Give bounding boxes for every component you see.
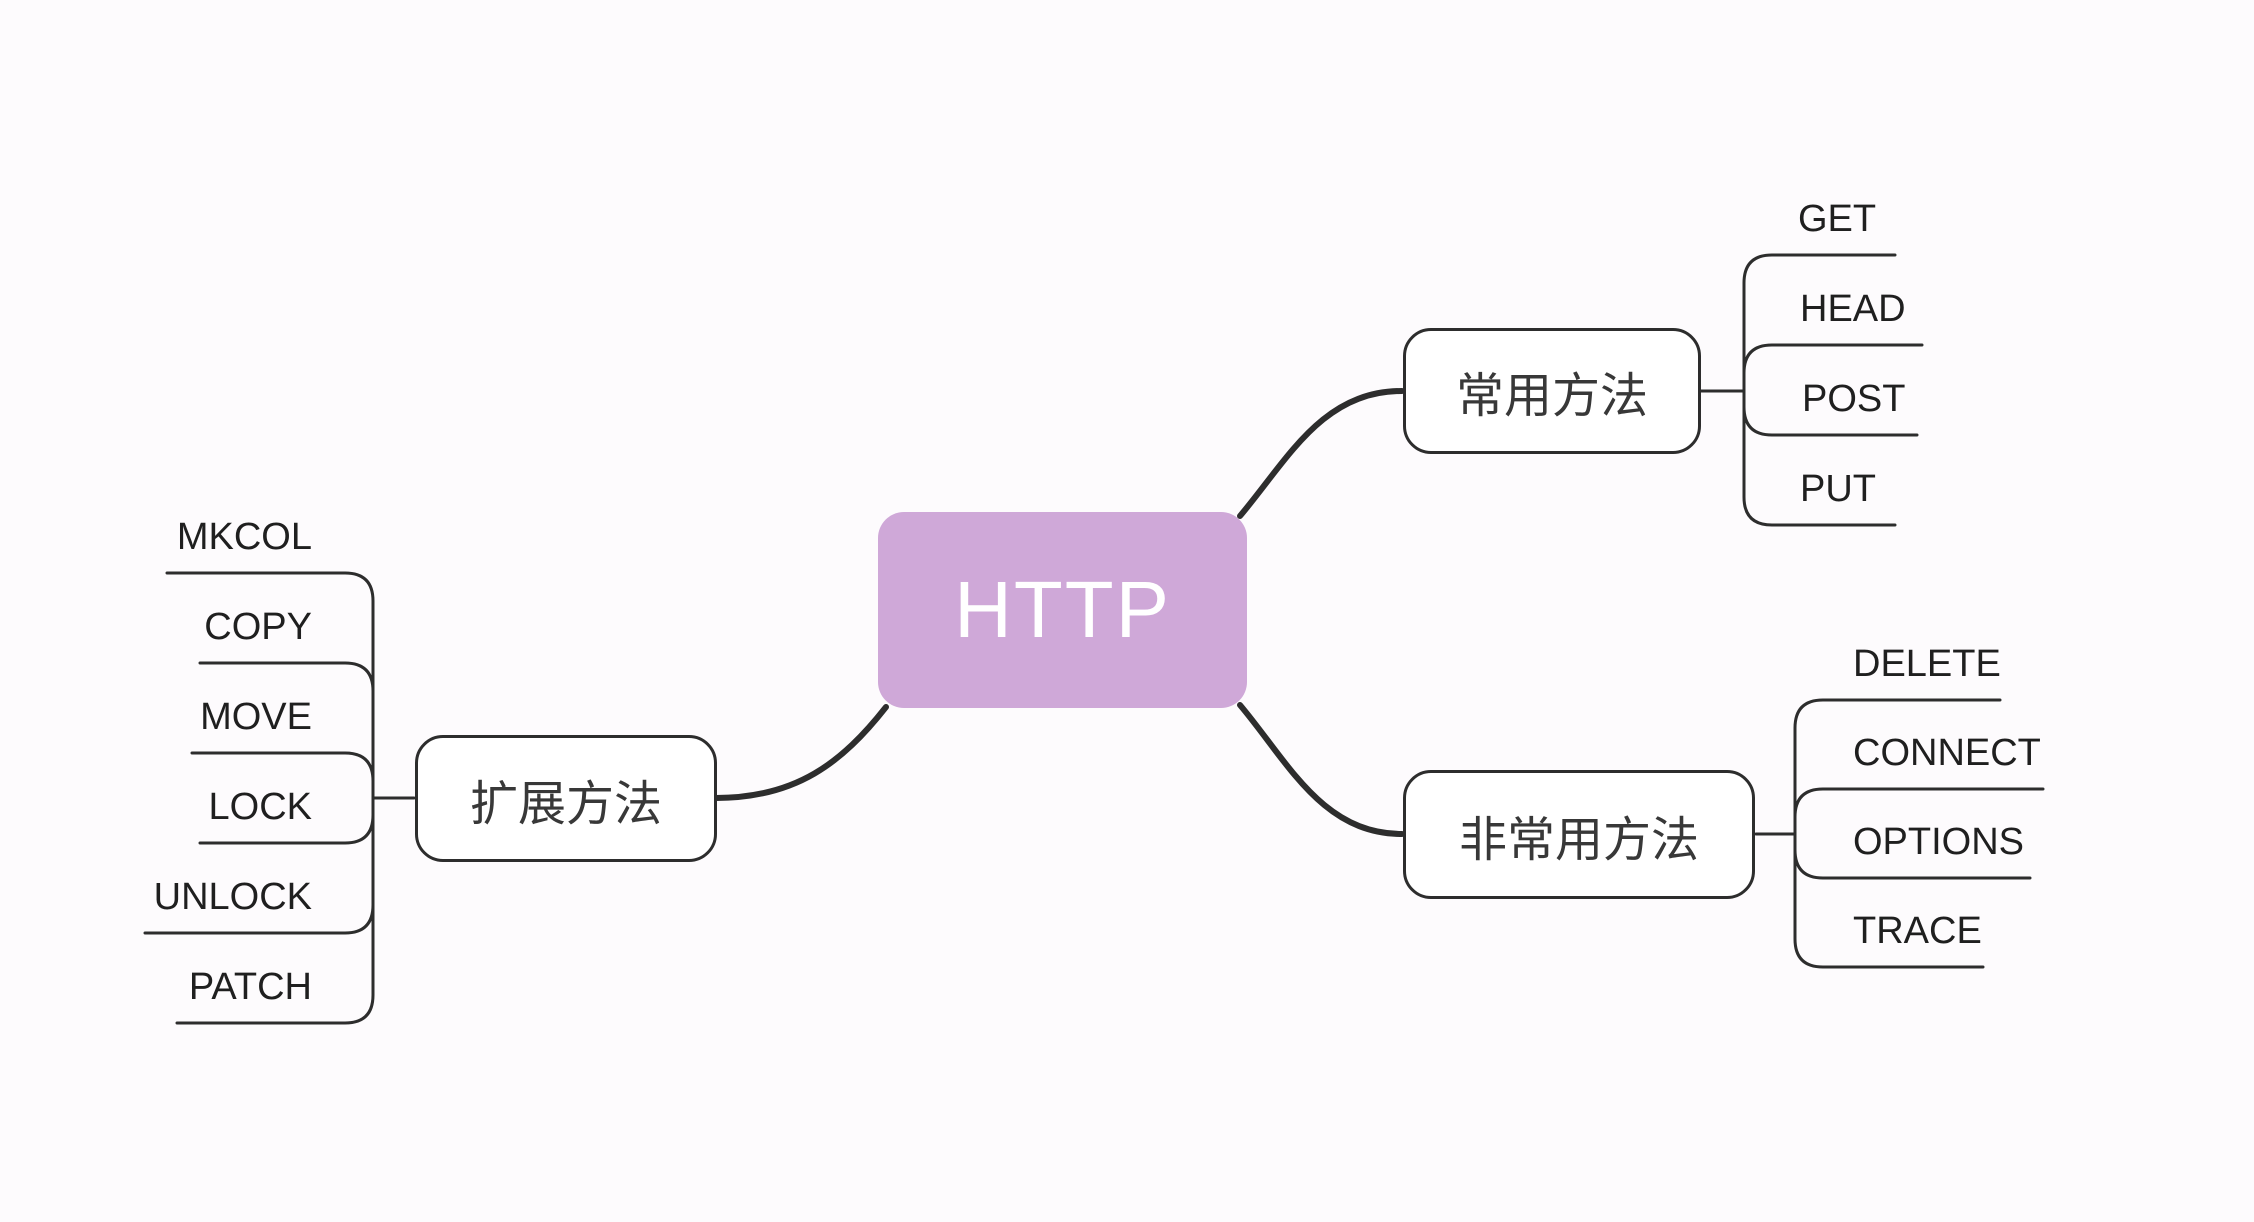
leaf-mkcol[interactable]: MKCOL [176, 516, 312, 559]
leaf-delete[interactable]: DELETE [1853, 643, 2001, 686]
leaf-trace[interactable]: TRACE [1853, 910, 1982, 953]
leaf-post[interactable]: POST [1802, 378, 1906, 421]
leaf-line-mkcol [165, 571, 375, 800]
leaf-line-head [1742, 343, 1924, 393]
leaf-lock[interactable]: LOCK [208, 786, 312, 829]
leaf-get[interactable]: GET [1798, 198, 1877, 241]
leaf-options[interactable]: OPTIONS [1853, 821, 2025, 864]
leaf-copy[interactable]: COPY [204, 606, 312, 649]
branch-common-methods[interactable]: 常用方法 [1403, 328, 1701, 454]
leaf-line-get [1742, 253, 1897, 393]
leaf-line-trace [1793, 832, 1985, 969]
leaf-line-delete [1793, 698, 2002, 836]
connector-root-to-uncommon-methods [1237, 702, 1405, 837]
leaf-line-put [1742, 389, 1897, 527]
leaf-put[interactable]: PUT [1800, 468, 1876, 511]
branch-extension-methods[interactable]: 扩展方法 [415, 735, 717, 862]
leaf-line-connect [1793, 787, 2045, 836]
leaf-head[interactable]: HEAD [1800, 288, 1906, 331]
branch-uncommon-methods[interactable]: 非常用方法 [1403, 770, 1755, 899]
leaf-line-patch [175, 796, 375, 1025]
leaf-line-copy [198, 661, 375, 800]
leaf-patch[interactable]: PATCH [188, 966, 312, 1009]
connector-root-to-extension-methods [713, 704, 889, 801]
leaf-line-move [190, 751, 375, 800]
root-topic-http[interactable]: HTTP [878, 512, 1247, 708]
connector-root-to-common-methods [1237, 388, 1405, 519]
leaf-connect[interactable]: CONNECT [1853, 732, 2041, 775]
leaf-move[interactable]: MOVE [200, 696, 312, 739]
leaf-unlock[interactable]: UNLOCK [153, 876, 312, 919]
